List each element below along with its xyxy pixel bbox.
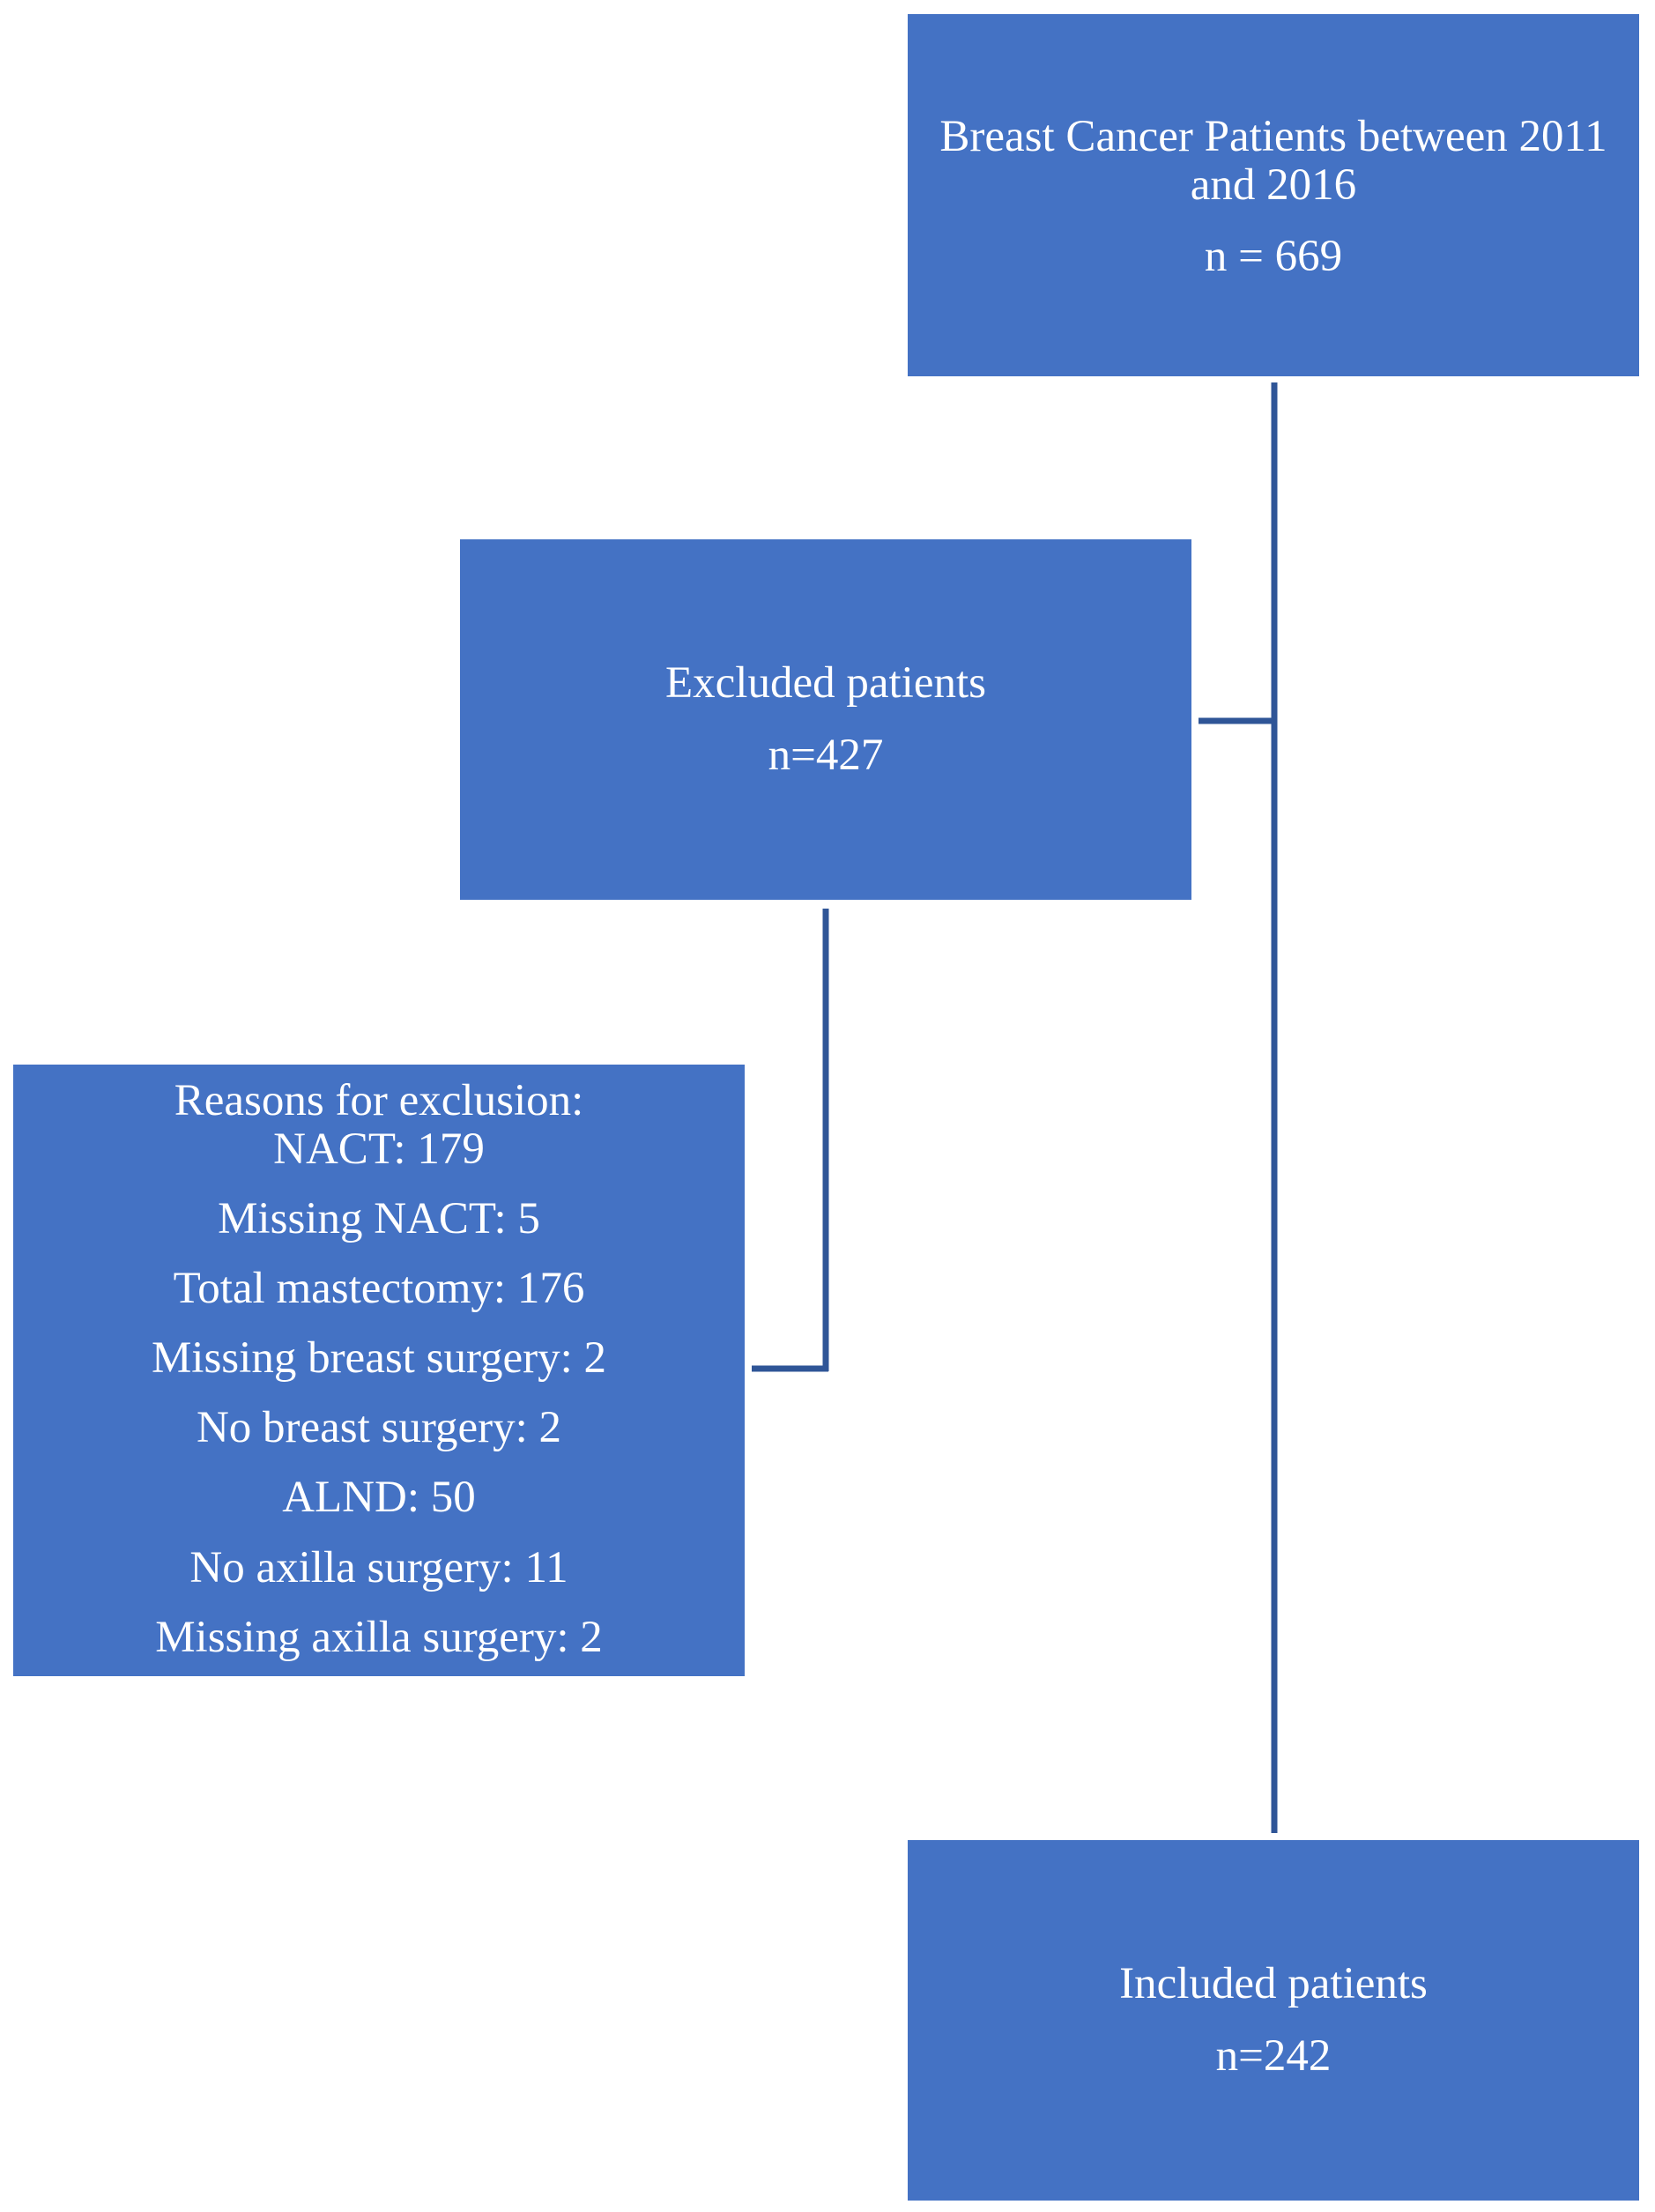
reason-item: No axilla surgery: 11 <box>189 1542 568 1592</box>
node-excluded-patients: Excluded patients n=427 <box>460 539 1191 900</box>
node-included-count: n=242 <box>1215 2030 1332 2081</box>
reason-item: Missing breast surgery: 2 <box>151 1333 607 1384</box>
node-total-title-line1: Breast Cancer Patients between 2011 <box>939 111 1607 161</box>
node-excluded-count: n=427 <box>768 730 884 780</box>
reason-item: Missing NACT: 5 <box>218 1194 540 1244</box>
node-reasons-heading: Reasons for exclusion: <box>174 1076 584 1125</box>
node-included-patients: Included patients n=242 <box>908 1840 1639 2201</box>
reason-item: NACT: 179 <box>273 1125 485 1175</box>
reason-item: No breast surgery: 2 <box>196 1403 562 1453</box>
reason-item: ALND: 50 <box>282 1473 476 1523</box>
node-total-title-line2: and 2016 <box>1190 160 1357 210</box>
node-included-title: Included patients <box>1119 1959 1428 2009</box>
node-total-count: n = 669 <box>1204 232 1343 282</box>
node-total-patients: Breast Cancer Patients between 2011 and … <box>908 14 1639 376</box>
node-exclusion-reasons: Reasons for exclusion: NACT: 179 Missing… <box>13 1065 745 1676</box>
node-excluded-title: Excluded patients <box>665 658 986 709</box>
reason-item: Total mastectomy: 176 <box>173 1264 585 1314</box>
reason-item: Missing axilla surgery: 2 <box>155 1612 603 1662</box>
